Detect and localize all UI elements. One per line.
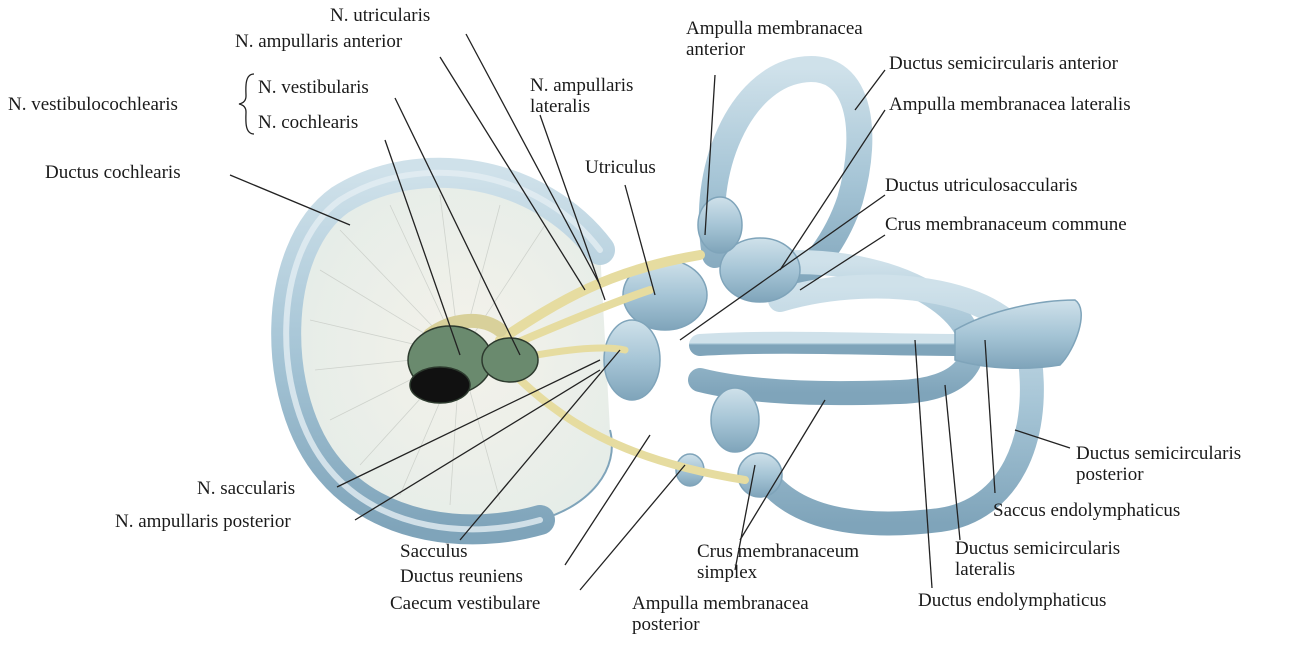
label-n-ampullaris-lateralis-line2: lateralis [530,96,633,117]
label-ampulla-membranacea-anterior-line1: Ampulla membranacea [686,18,863,39]
label-crus-membranaceum-simplex-line2: simplex [697,562,859,583]
label-ductus-utriculosaccularis: Ductus utriculosaccularis [885,175,1078,196]
label-ductus-semicircularis-posterior: Ductus semicircularis posterior [1076,443,1241,485]
label-ductus-semicircularis-lateralis-line1: Ductus semicircularis [955,538,1120,559]
label-n-ampullaris-posterior: N. ampullaris posterior [115,511,291,532]
label-ductus-semicircularis-posterior-line2: posterior [1076,464,1241,485]
label-ductus-endolymphaticus: Ductus endolymphaticus [918,590,1106,611]
label-n-utricularis: N. utricularis [330,5,430,26]
label-ductus-reuniens: Ductus reuniens [400,566,523,587]
label-ampulla-membranacea-posterior-line2: posterior [632,614,809,635]
label-n-cochlearis: N. cochlearis [258,112,358,133]
label-sacculus: Sacculus [400,541,468,562]
label-ampulla-membranacea-lateralis: Ampulla membranacea lateralis [889,94,1131,115]
label-ductus-semicircularis-lateralis: Ductus semicircularis lateralis [955,538,1120,580]
label-n-ampullaris-lateralis-line1: N. ampullaris [530,75,633,96]
label-ampulla-membranacea-anterior: Ampulla membranacea anterior [686,18,863,60]
label-n-saccularis: N. saccularis [197,478,295,499]
label-crus-membranaceum-simplex: Crus membranaceum simplex [697,541,859,583]
label-crus-membranaceum-simplex-line1: Crus membranaceum [697,541,859,562]
label-n-vestibulocochlearis: N. vestibulocochlearis [8,94,178,115]
label-ductus-semicircularis-lateralis-line2: lateralis [955,559,1120,580]
label-n-ampullaris-anterior: N. ampullaris anterior [235,31,402,52]
label-crus-membranaceum-commune: Crus membranaceum commune [885,214,1127,235]
label-caecum-vestibulare: Caecum vestibulare [390,593,540,614]
label-n-vestibularis: N. vestibularis [258,77,369,98]
label-ductus-semicircularis-anterior: Ductus semicircularis anterior [889,53,1118,74]
label-ampulla-membranacea-posterior-line1: Ampulla membranacea [632,593,809,614]
label-utriculus: Utriculus [585,157,656,178]
vestibulocochlearis-brace [239,74,254,134]
label-n-ampullaris-lateralis: N. ampullaris lateralis [530,75,633,117]
label-saccus-endolymphaticus: Saccus endolymphaticus [993,500,1180,521]
label-ampulla-membranacea-posterior: Ampulla membranacea posterior [632,593,809,635]
label-ampulla-membranacea-anterior-line2: anterior [686,39,863,60]
label-ductus-semicircularis-posterior-line1: Ductus semicircularis [1076,443,1241,464]
label-ductus-cochlearis: Ductus cochlearis [45,162,181,183]
